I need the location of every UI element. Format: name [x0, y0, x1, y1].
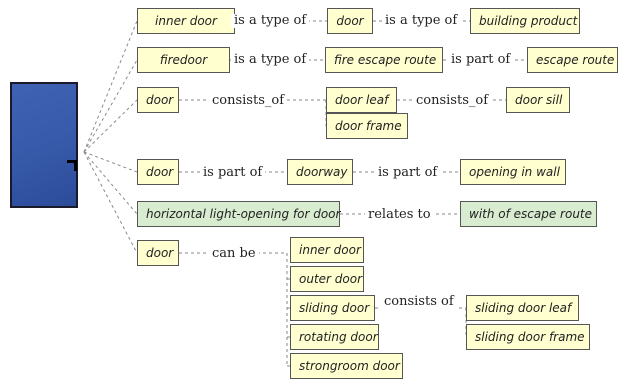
- concept-outer-door[interactable]: outer door: [290, 266, 364, 292]
- connector-line: [83, 151, 138, 215]
- connector-line: [83, 99, 138, 153]
- concept-building-product[interactable]: building product: [470, 8, 580, 34]
- concept-strongroom-door[interactable]: strongroom door: [290, 353, 403, 379]
- concept-opening-in-wall[interactable]: opening in wall: [460, 159, 566, 185]
- concept-sliding-door-frame[interactable]: sliding door frame: [466, 324, 590, 350]
- relation-is-a-type-of: is a type of: [231, 14, 310, 28]
- concept-door-leaf[interactable]: door leaf: [326, 87, 397, 113]
- concept-inner-door[interactable]: inner door: [290, 237, 364, 263]
- concept-door[interactable]: door: [137, 159, 179, 185]
- door-icon: [10, 82, 78, 208]
- concept-rotating-door[interactable]: rotating door: [290, 324, 379, 350]
- concept-horizontal-light-opening[interactable]: horizontal light-opening for door: [137, 201, 340, 227]
- relation-is-part-of: is part of: [200, 166, 266, 180]
- relation-can-be: can be: [209, 247, 259, 261]
- relation-consists-of: consists of: [381, 295, 457, 309]
- relation-is-a-type-of: is a type of: [382, 14, 461, 28]
- concept-escape-route[interactable]: escape route: [527, 47, 618, 73]
- connector-line: [83, 20, 138, 153]
- concept-fire-escape-route[interactable]: fire escape route: [325, 47, 443, 73]
- relation-relates-to: relates to: [365, 208, 434, 222]
- concept-inner-door[interactable]: inner door: [137, 8, 235, 34]
- concept-door[interactable]: door: [137, 240, 179, 266]
- concept-door-frame[interactable]: door frame: [326, 113, 408, 139]
- relation-is-part-of: is part of: [375, 166, 441, 180]
- concept-door[interactable]: door: [137, 87, 179, 113]
- concept-firedoor[interactable]: firedoor: [137, 47, 230, 73]
- door-handle-icon: [67, 160, 77, 171]
- relation-consists-of: consists_of: [209, 94, 288, 108]
- connector-line: [83, 59, 138, 153]
- connector-line: [83, 151, 138, 254]
- concept-sliding-door[interactable]: sliding door: [290, 295, 375, 321]
- concept-doorway[interactable]: doorway: [287, 159, 353, 185]
- relation-is-a-type-of: is a type of: [231, 53, 310, 67]
- concept-sliding-door-leaf[interactable]: sliding door leaf: [466, 295, 579, 321]
- relation-consists-of: consists_of: [413, 94, 492, 108]
- relation-is-part-of: is part of: [448, 53, 514, 67]
- concept-width-of-escape-route[interactable]: with of escape route: [460, 201, 597, 227]
- concept-door[interactable]: door: [327, 8, 373, 34]
- concept-door-sill[interactable]: door sill: [506, 87, 570, 113]
